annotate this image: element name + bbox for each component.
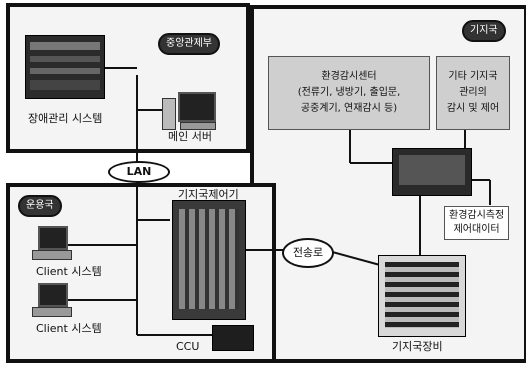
main-server-computer: [162, 92, 216, 130]
base-station-equipment-rack: [378, 255, 466, 337]
environment-controller-device: [392, 148, 472, 196]
ccu-label: CCU: [176, 340, 199, 353]
base-station-controller-cabinet: [172, 200, 246, 320]
monitoring-center-detail-1: (전류기, 냉방기, 출입문,: [269, 85, 429, 101]
transmission-line-oval: 전송로: [282, 238, 334, 268]
client-2-label: Client 시스템: [36, 320, 102, 336]
fault-management-system-rack: [25, 35, 105, 99]
fault-management-system-label: 장애관리 시스템: [28, 110, 102, 126]
base-station-equipment-label: 기지국장비: [392, 338, 443, 354]
ccu-unit: [212, 325, 254, 351]
client-1-label: Client 시스템: [36, 263, 102, 279]
other-control-line-2: 관리의: [437, 85, 509, 101]
client-1-computer: [32, 226, 72, 260]
other-base-station-control: 기타 기지국 관리의 감시 및 제어: [436, 56, 510, 130]
other-control-line-1: 기타 기지국: [437, 69, 509, 85]
environment-controller-line-1: 환경감시측정: [449, 209, 504, 223]
environment-controller-line-2: 제어대이터: [449, 223, 504, 237]
main-server-label: 메인 서버: [168, 128, 212, 144]
other-control-line-3: 감시 및 제어: [437, 101, 509, 117]
client-2-computer: [32, 283, 72, 317]
monitoring-center-title: 환경감시센터: [269, 69, 429, 85]
environment-monitoring-center: 환경감시센터 (전류기, 냉방기, 출입문, 공중계기, 연재감시 등): [268, 56, 430, 130]
monitoring-center-detail-2: 공중계기, 연재감시 등): [269, 101, 429, 117]
environment-controller-label: 환경감시측정 제어대이터: [444, 206, 509, 240]
lan-network-oval: LAN: [108, 161, 170, 183]
